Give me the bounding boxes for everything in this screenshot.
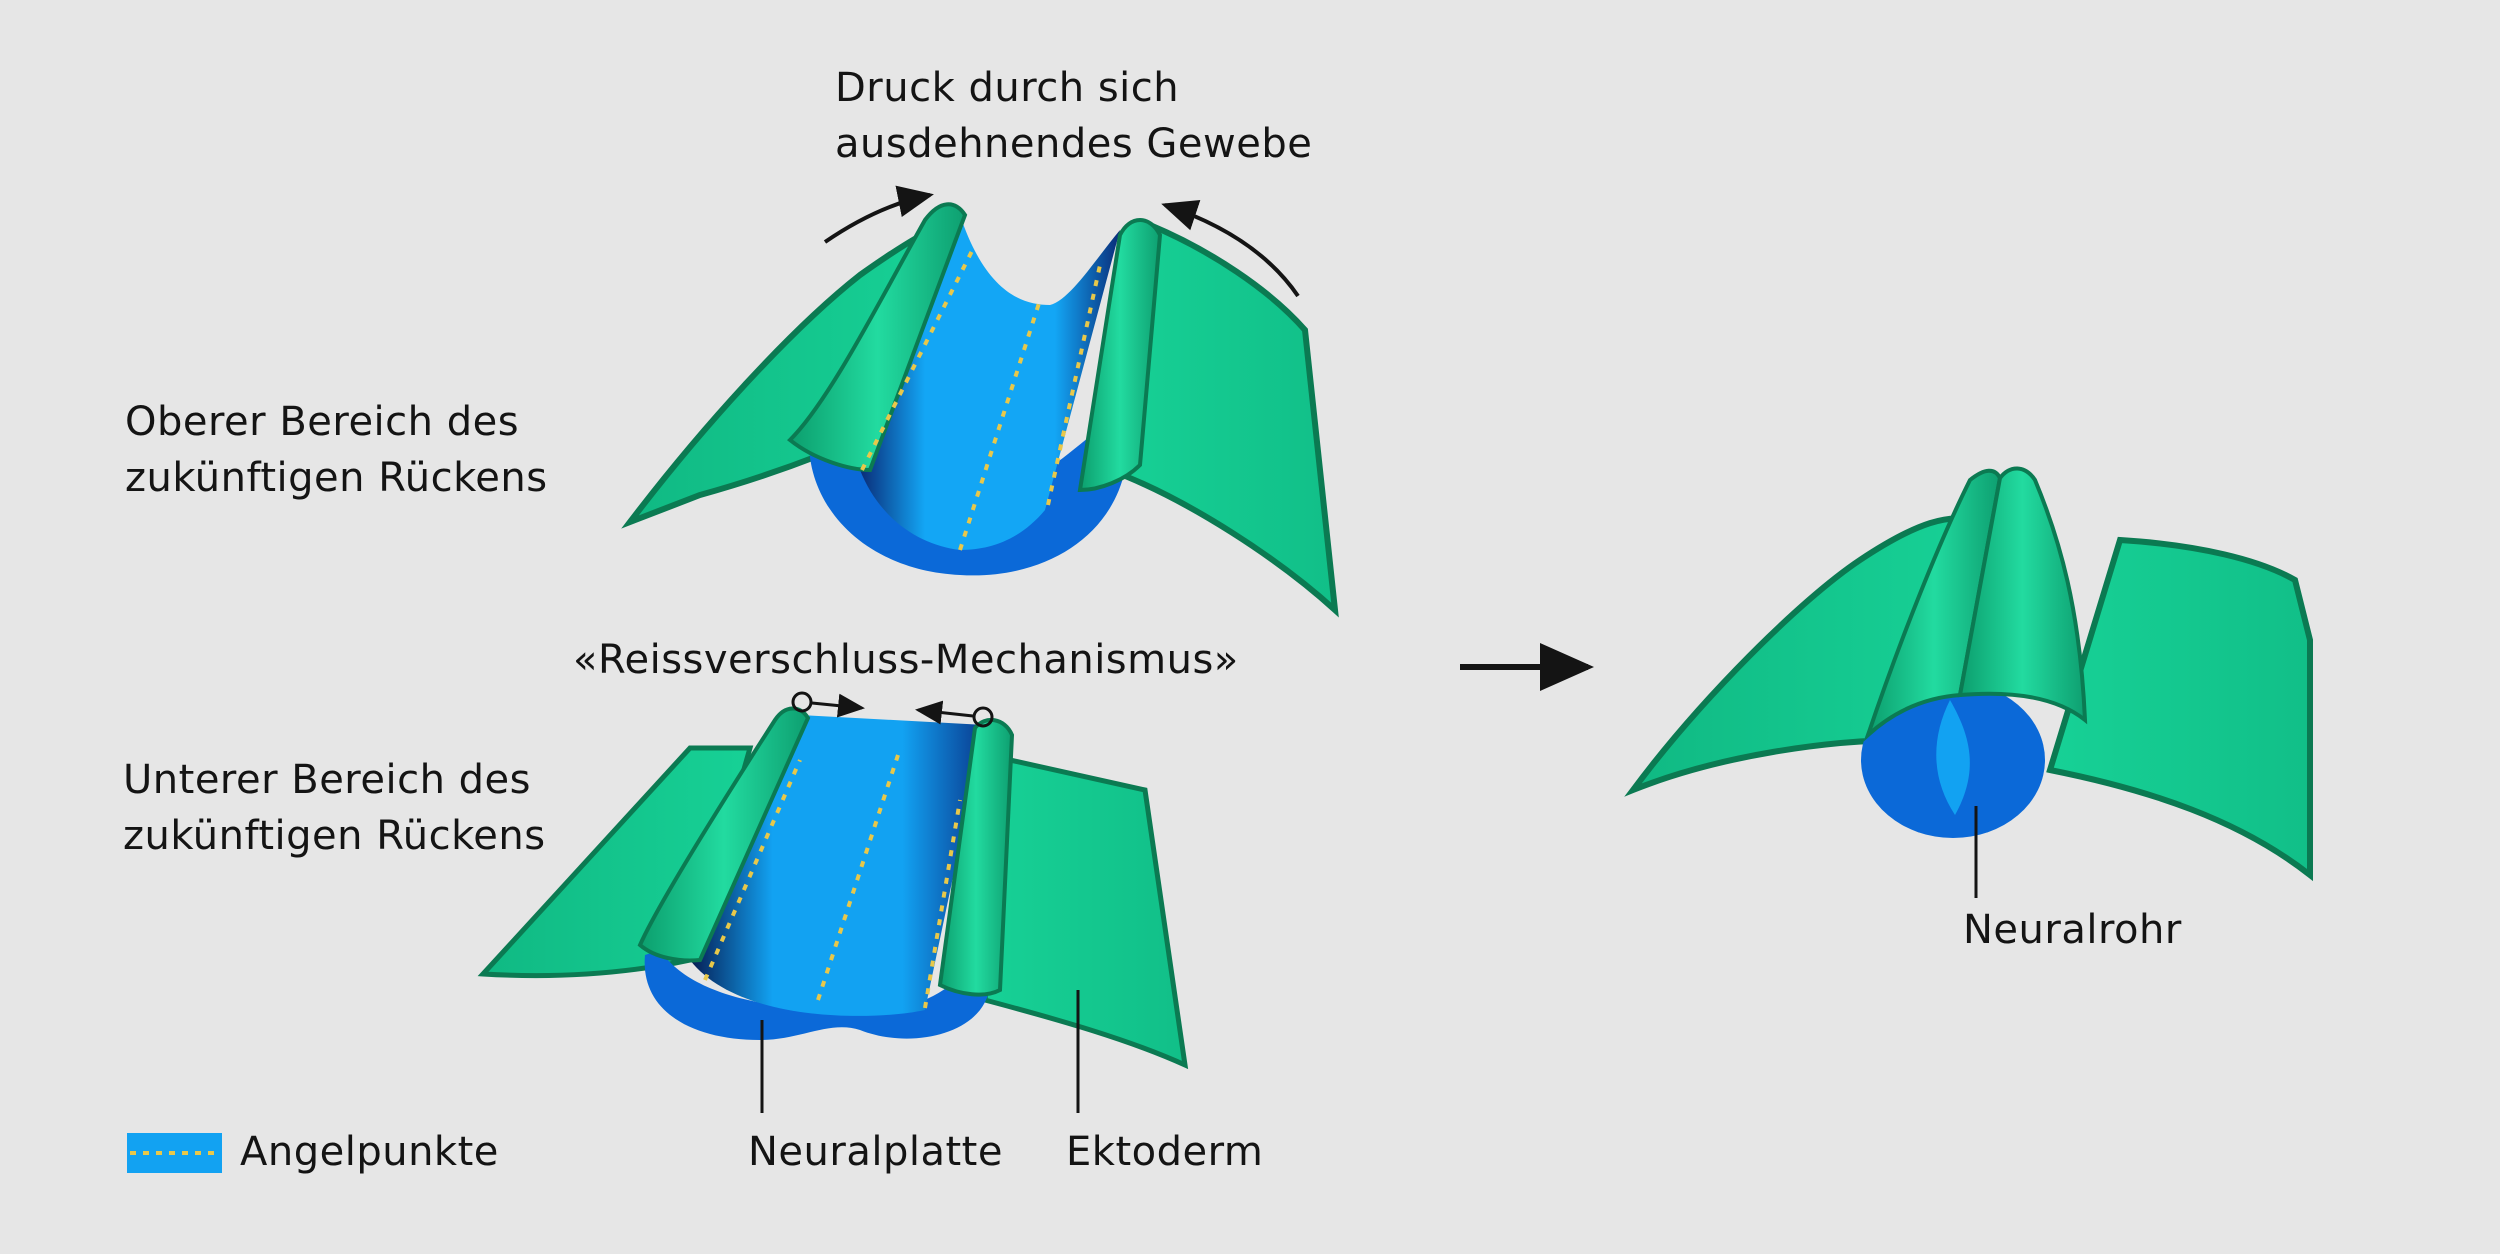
upper-neural-fold-right xyxy=(1077,218,1163,493)
ektoderm-label: Ektoderm xyxy=(1066,1129,1264,1175)
zipper-point-right xyxy=(972,706,994,728)
lower-region-label-line1: Unterer Bereich des xyxy=(123,757,531,803)
upper-neural-plate-section xyxy=(808,420,1125,576)
upper-ectoderm-right xyxy=(1106,220,1339,618)
lower-hinge-line-left xyxy=(703,759,802,981)
pressure-arrow-left xyxy=(823,185,934,244)
pressure-label-line2: ausdehnendes Gewebe xyxy=(835,121,1313,167)
hinge-points-legend-label: Angelpunkte xyxy=(240,1129,499,1175)
neuralplatte-label: Neuralplatte xyxy=(748,1129,1003,1175)
zipper-arrow-right xyxy=(915,700,974,725)
upper-ectoderm-left xyxy=(621,219,945,529)
zipper-arrow-left xyxy=(811,693,865,718)
tube-ectoderm-right xyxy=(2046,536,2313,882)
tube-fold-right xyxy=(1957,466,2088,725)
neural-tube-figure xyxy=(1624,466,2313,898)
zipper-point-left xyxy=(791,691,813,713)
lower-neural-plate-section xyxy=(644,950,990,1040)
lower-hinge-line-mid xyxy=(816,754,900,1001)
lower-region-label-line2: zukünftigen Rückens xyxy=(123,813,546,859)
lower-neural-fold-right xyxy=(937,718,1015,997)
zipper-mechanism-label: «Reissverschluss-Mechanismus» xyxy=(573,637,1239,683)
upper-neural-groove xyxy=(860,215,1120,550)
lower-embryo-figure xyxy=(477,691,1189,1113)
neural-tube-lumen xyxy=(1936,700,1970,815)
neuralrohr-label: Neuralrohr xyxy=(1963,907,2182,953)
hinge-points-legend-swatch xyxy=(127,1133,222,1173)
upper-region-label-line2: zukünftigen Rückens xyxy=(125,455,548,501)
lower-ectoderm-right xyxy=(982,756,1189,1070)
lower-neural-groove xyxy=(690,715,985,1016)
pressure-arrow-right xyxy=(1161,199,1300,298)
upper-embryo-figure xyxy=(621,185,1339,618)
upper-region-label-line1: Oberer Bereich des xyxy=(125,399,520,445)
upper-hinge-line-mid xyxy=(958,299,1042,551)
lower-neural-fold-left xyxy=(637,706,811,963)
pressure-label-line1: Druck durch sich xyxy=(835,65,1180,111)
tube-fold-left xyxy=(1863,468,2003,742)
